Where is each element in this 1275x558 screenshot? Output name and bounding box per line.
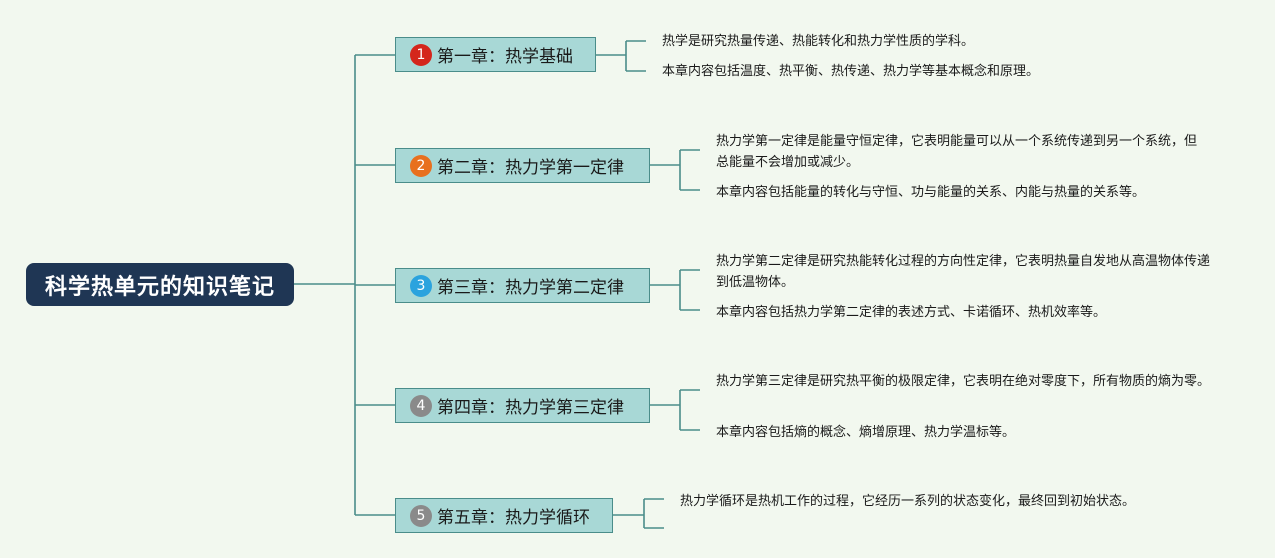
chapter-3-note-2[interactable]: 本章内容包括热力学第二定律的表述方式、卡诺循环、热机效率等。 bbox=[716, 305, 1107, 320]
chapter-5-title: 第五章：热力学循环 bbox=[437, 508, 590, 528]
chapter-1-topic[interactable]: 1 第一章：热学基础 bbox=[395, 37, 596, 72]
chapter-4-note-2[interactable]: 本章内容包括熵的概念、熵增原理、热力学温标等。 bbox=[716, 425, 1016, 440]
number-badge-5-icon: 5 bbox=[410, 504, 432, 527]
chapter-4-note-1[interactable]: 热力学第三定律是研究热平衡的极限定律，它表明在绝对零度下，所有物质的熵为零。 bbox=[716, 374, 1211, 389]
chapter-1-title: 第一章：热学基础 bbox=[437, 47, 573, 67]
chapter-2-note-1[interactable]: 热力学第一定律是能量守恒定律，它表明能量可以从一个系统传递到另一个系统，但总能量… bbox=[716, 134, 1198, 170]
number-badge-3-icon: 3 bbox=[410, 274, 432, 297]
number-badge-1-icon: 1 bbox=[410, 43, 432, 66]
chapter-1-note-2[interactable]: 本章内容包括温度、热平衡、热传递、热力学等基本概念和原理。 bbox=[662, 64, 1040, 79]
chapter-1-note-1[interactable]: 热学是研究热量传递、热能转化和热力学性质的学科。 bbox=[662, 34, 975, 49]
chapter-5-note-1[interactable]: 热力学循环是热机工作的过程，它经历一系列的状态变化，最终回到初始状态。 bbox=[680, 494, 1136, 509]
chapter-3-topic[interactable]: 3 第三章：热力学第二定律 bbox=[395, 268, 650, 303]
number-badge-2-icon: 2 bbox=[410, 154, 432, 177]
chapter-4-topic[interactable]: 4 第四章：热力学第三定律 bbox=[395, 388, 650, 423]
chapter-5-topic[interactable]: 5 第五章：热力学循环 bbox=[395, 498, 613, 533]
chapter-3-title: 第三章：热力学第二定律 bbox=[437, 278, 624, 298]
chapter-4-title: 第四章：热力学第三定律 bbox=[437, 398, 624, 418]
chapter-2-topic[interactable]: 2 第二章：热力学第一定律 bbox=[395, 148, 650, 183]
chapter-2-title: 第二章：热力学第一定律 bbox=[437, 158, 624, 178]
chapter-3-note-1[interactable]: 热力学第二定律是研究热能转化过程的方向性定律，它表明热量自发地从高温物体传递到低… bbox=[716, 254, 1211, 290]
root-topic[interactable]: 科学热单元的知识笔记 bbox=[26, 263, 294, 306]
chapter-2-note-2[interactable]: 本章内容包括能量的转化与守恒、功与能量的关系、内能与热量的关系等。 bbox=[716, 185, 1146, 200]
number-badge-4-icon: 4 bbox=[410, 394, 432, 417]
